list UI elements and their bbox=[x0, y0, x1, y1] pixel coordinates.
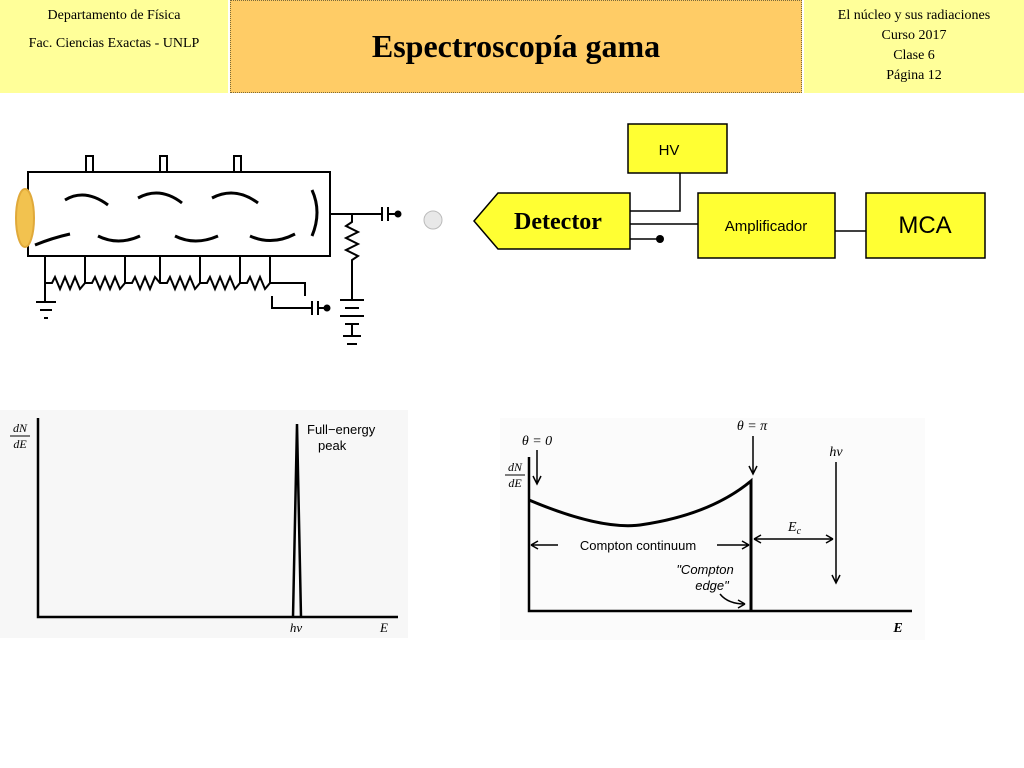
compton-edge-label-line2: edge" bbox=[695, 578, 730, 593]
compton-spectrum: θ = 0 θ = π hν dN dE Compton continuum E… bbox=[500, 418, 925, 640]
page-title: Espectroscopía gama bbox=[371, 28, 661, 64]
class-number: Clase 6 bbox=[893, 48, 935, 63]
compton-continuum-label: Compton continuum bbox=[580, 538, 696, 553]
department-label: Departamento de Física bbox=[47, 8, 181, 23]
block-diagram: HV Detector Amplificador MCA bbox=[473, 123, 986, 259]
right-axes bbox=[527, 457, 912, 613]
ground-symbol bbox=[36, 283, 56, 319]
detector-label: Detector bbox=[514, 209, 602, 235]
right-ylabel-num: dN bbox=[508, 460, 523, 474]
dynode bbox=[137, 191, 183, 205]
theta-zero-label: θ = 0 bbox=[522, 434, 552, 449]
right-hv-label: hν bbox=[829, 445, 843, 460]
amplifier-label: Amplificador bbox=[725, 218, 808, 235]
dynode bbox=[174, 234, 219, 243]
dynode bbox=[211, 191, 259, 205]
peak-label-line2: peak bbox=[318, 438, 347, 453]
mca-box bbox=[865, 192, 986, 259]
left-x-label: E bbox=[379, 620, 388, 635]
detector-box bbox=[473, 192, 631, 250]
left-ylabel-num: dN bbox=[13, 421, 28, 435]
theta-zero-arrow bbox=[532, 450, 542, 486]
course-year: Curso 2017 bbox=[881, 28, 947, 43]
theta-pi-label: θ = π bbox=[737, 419, 768, 434]
ec-span-arrow bbox=[753, 534, 834, 544]
header-course-info: El núcleo y sus radiaciones Curso 2017 C… bbox=[804, 0, 1024, 93]
page-number: Página 12 bbox=[886, 68, 942, 83]
course-title: El núcleo y sus radiaciones bbox=[837, 8, 991, 23]
dynode bbox=[34, 232, 71, 247]
bullet-dot bbox=[423, 210, 443, 230]
peak-label-line1: Full−energy bbox=[307, 422, 376, 437]
right-x-label: E bbox=[892, 621, 902, 636]
output-terminal bbox=[656, 235, 664, 243]
full-energy-spectrum: dN dE Full−energy peak hν E bbox=[0, 410, 408, 638]
compton-continuum-curve bbox=[528, 477, 753, 611]
pmt-tube bbox=[27, 171, 331, 257]
title-banner: Espectroscopía gama bbox=[230, 0, 802, 93]
theta-pi-arrow bbox=[748, 436, 758, 476]
anode bbox=[310, 189, 319, 237]
divider-resistors bbox=[45, 274, 306, 296]
faculty-label: Fac. Ciencias Exactas - UNLP bbox=[28, 36, 200, 51]
left-axes bbox=[36, 418, 398, 619]
hv-arrow bbox=[831, 462, 841, 585]
compton-edge-arrow bbox=[719, 593, 746, 609]
right-ylabel-den: dE bbox=[508, 476, 522, 490]
hv-label: HV bbox=[659, 142, 680, 159]
mca-label: MCA bbox=[898, 212, 951, 239]
ec-label: Ec bbox=[787, 520, 802, 537]
photomultiplier-circuit bbox=[15, 155, 402, 345]
hv-supply bbox=[340, 299, 364, 345]
hv-box bbox=[627, 123, 728, 174]
dynode bbox=[64, 193, 109, 207]
left-x-tick-hv: hν bbox=[290, 620, 303, 635]
continuum-span-arrows bbox=[530, 540, 750, 550]
left-ylabel-den: dE bbox=[13, 437, 27, 451]
header-affiliation: Departamento de Física Fac. Ciencias Exa… bbox=[0, 0, 228, 93]
photocathode bbox=[15, 188, 35, 248]
dynode bbox=[249, 232, 296, 242]
amplifier-box bbox=[697, 192, 836, 259]
load-resistor bbox=[343, 214, 361, 300]
hv-connection bbox=[630, 173, 681, 212]
compton-edge-label-line1: "Compton bbox=[676, 562, 733, 577]
full-energy-peak bbox=[291, 423, 303, 618]
dynode bbox=[97, 234, 141, 243]
